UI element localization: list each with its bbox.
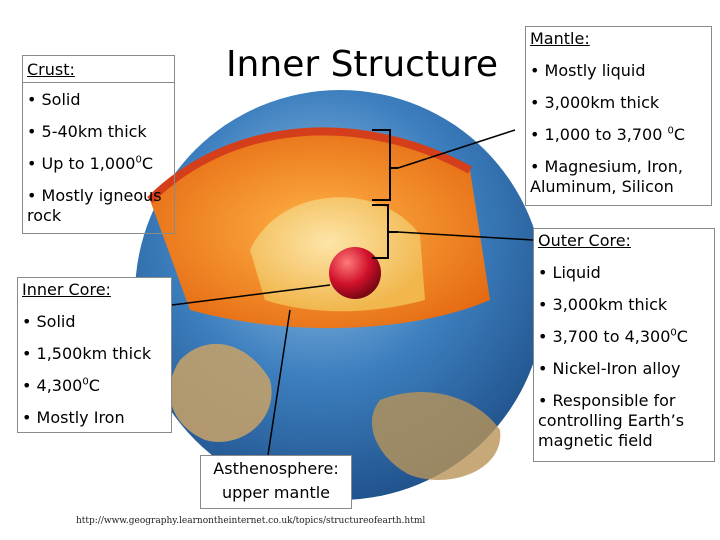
outer-core-item: • Responsible for controlling Earth’s ma… — [538, 391, 685, 450]
outer-core-item: • Liquid — [538, 263, 601, 282]
inner-core-item: • 4,3000C — [22, 376, 100, 395]
mantle-box: Mantle: • Mostly liquid • 3,000km thick … — [525, 26, 712, 206]
mantle-bracket — [372, 204, 398, 259]
inner-core-item: • Mostly Iron — [22, 408, 125, 427]
crust-details: • Solid • 5-40km thick • Up to 1,0000C •… — [22, 82, 175, 234]
inner-core-pointer — [171, 284, 331, 306]
crust-item: • Solid — [27, 90, 81, 109]
inner-core-sphere — [329, 247, 381, 299]
crust-item: • Mostly igneous rock — [27, 186, 162, 225]
mantle-item: • 3,000km thick — [530, 93, 660, 112]
outer-core-pointer — [397, 231, 534, 241]
asthenosphere-pointer — [267, 309, 291, 456]
asthenosphere-label: Asthenosphere: — [213, 459, 339, 478]
mantle-item: • 1,000 to 3,700 0C — [530, 125, 685, 144]
source-link[interactable]: http://www.geography.learnontheinternet.… — [76, 516, 426, 526]
asthenosphere-box: Asthenosphere: upper mantle — [200, 455, 352, 509]
inner-core-heading: Inner Core: — [22, 280, 111, 299]
page-title: Inner Structure — [225, 44, 499, 85]
outer-core-item: • 3,000km thick — [538, 295, 668, 314]
continent-shape — [371, 391, 501, 480]
outer-core-heading: Outer Core: — [538, 231, 631, 250]
inner-core-box: Inner Core: • Solid • 1,500km thick • 4,… — [17, 277, 172, 433]
continent-shape — [169, 343, 272, 442]
outer-core-item: • 3,700 to 4,3000C — [538, 327, 688, 346]
outer-core-item: • Nickel-Iron alloy — [538, 359, 681, 378]
crust-heading: Crust: — [27, 60, 75, 79]
crust-box: Crust: — [22, 55, 175, 83]
mantle-pointer — [397, 129, 516, 169]
inner-core-item: • 1,500km thick — [22, 344, 152, 363]
crust-item: • 5-40km thick — [27, 122, 147, 141]
mantle-item: • Mostly liquid — [530, 61, 646, 80]
mantle-item: • Magnesium, Iron, Aluminum, Silicon — [530, 157, 683, 196]
crust-bracket — [372, 129, 398, 201]
mantle-heading: Mantle: — [530, 29, 590, 48]
crust-rim — [147, 127, 472, 203]
inner-core-item: • Solid — [22, 312, 76, 331]
outer-core-box: Outer Core: • Liquid • 3,000km thick • 3… — [533, 228, 715, 462]
crust-item: • Up to 1,0000C — [27, 154, 153, 173]
asthenosphere-sublabel: upper mantle — [221, 483, 331, 502]
